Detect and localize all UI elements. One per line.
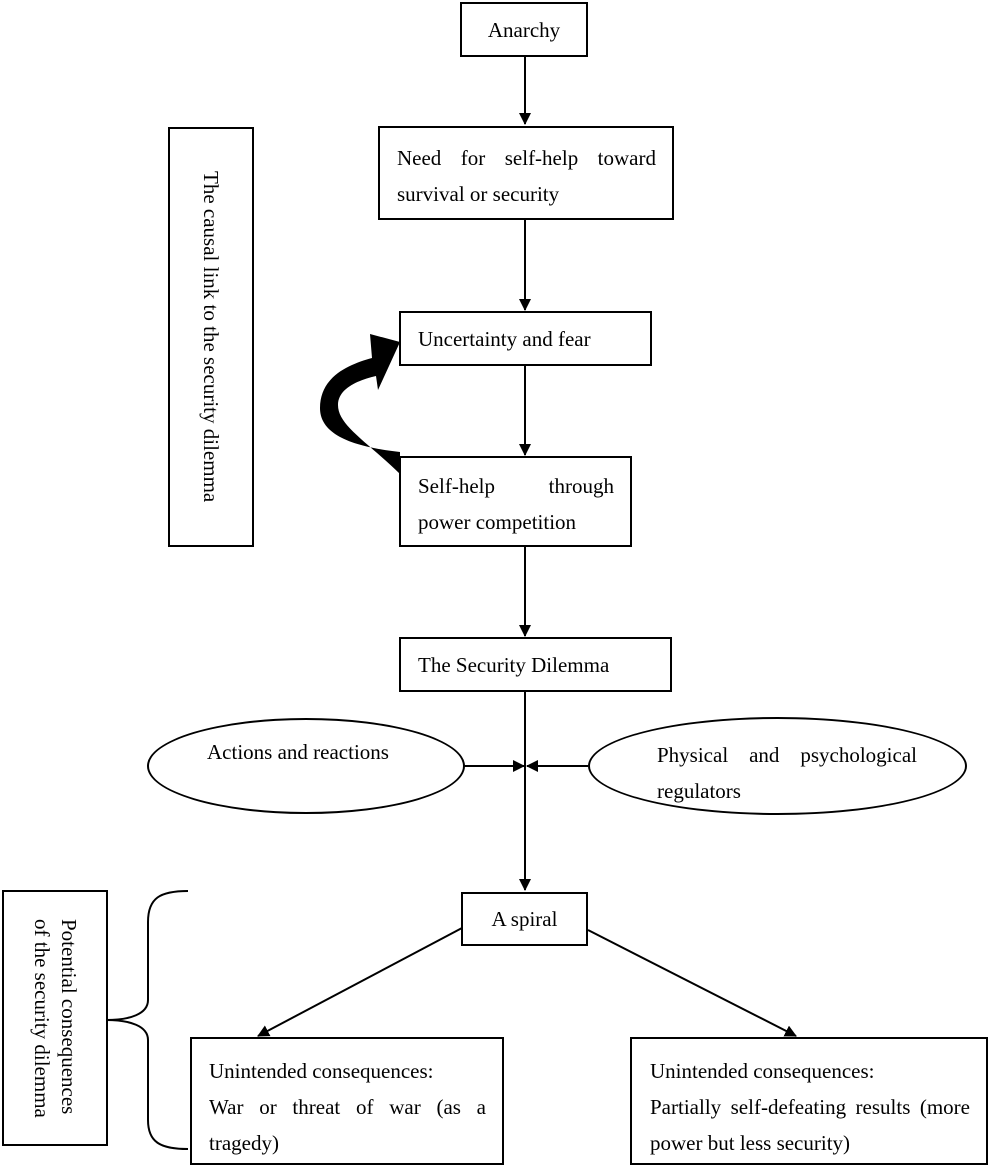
node-war-consequence: Unintended consequences: War or threat o… xyxy=(190,1037,504,1165)
causal-link-label-box: The causal link to the security dilemma xyxy=(168,127,254,547)
potential-consequences-label-box: Potential consequences of the security d… xyxy=(2,890,108,1146)
node-uncertainty-label: Uncertainty and fear xyxy=(418,326,591,351)
node-defeat-body: Partially self-defeating results (more p… xyxy=(650,1095,970,1155)
node-security-dilemma-label: The Security Dilemma xyxy=(418,652,610,677)
node-regulators-label: Physical and psychological regulators xyxy=(657,743,917,803)
arrow-spiral-to-defeat xyxy=(587,929,797,1037)
node-war-heading: Unintended consequences: xyxy=(209,1059,434,1083)
arrow-spiral-to-war xyxy=(257,927,463,1037)
potential-consequences-label: Potential consequences of the security d… xyxy=(28,919,82,1118)
node-spiral: A spiral xyxy=(461,892,588,946)
potential-consequences-line2: of the security dilemma xyxy=(30,918,54,1118)
node-security-dilemma: The Security Dilemma xyxy=(399,637,672,692)
node-uncertainty: Uncertainty and fear xyxy=(399,311,652,366)
node-need-self-help-label: Need for self-help toward survival or se… xyxy=(397,146,656,206)
causal-link-label: The causal link to the security dilemma xyxy=(199,171,223,503)
node-actions-reactions-label: Actions and reactions xyxy=(207,740,389,764)
node-spiral-label: A spiral xyxy=(491,907,558,931)
potential-consequences-line1: Potential consequences xyxy=(57,918,81,1114)
node-defeat-heading: Unintended consequences: xyxy=(650,1059,875,1083)
feedback-loop-arrow xyxy=(320,334,400,474)
node-need-self-help: Need for self-help toward survival or se… xyxy=(378,126,674,220)
node-self-help-power-label: Self-help through power competition xyxy=(418,474,614,534)
node-anarchy-label: Anarchy xyxy=(487,17,561,42)
node-anarchy: Anarchy xyxy=(460,2,588,57)
node-regulators: Physical and psychological regulators xyxy=(588,717,967,815)
node-defeat-consequence: Unintended consequences: Partially self-… xyxy=(630,1037,988,1165)
consequences-brace xyxy=(105,890,189,1150)
node-actions-reactions: Actions and reactions xyxy=(147,718,465,814)
node-war-body: War or threat of war (as a tragedy) xyxy=(209,1095,486,1155)
node-self-help-power: Self-help through power competition xyxy=(399,456,632,547)
